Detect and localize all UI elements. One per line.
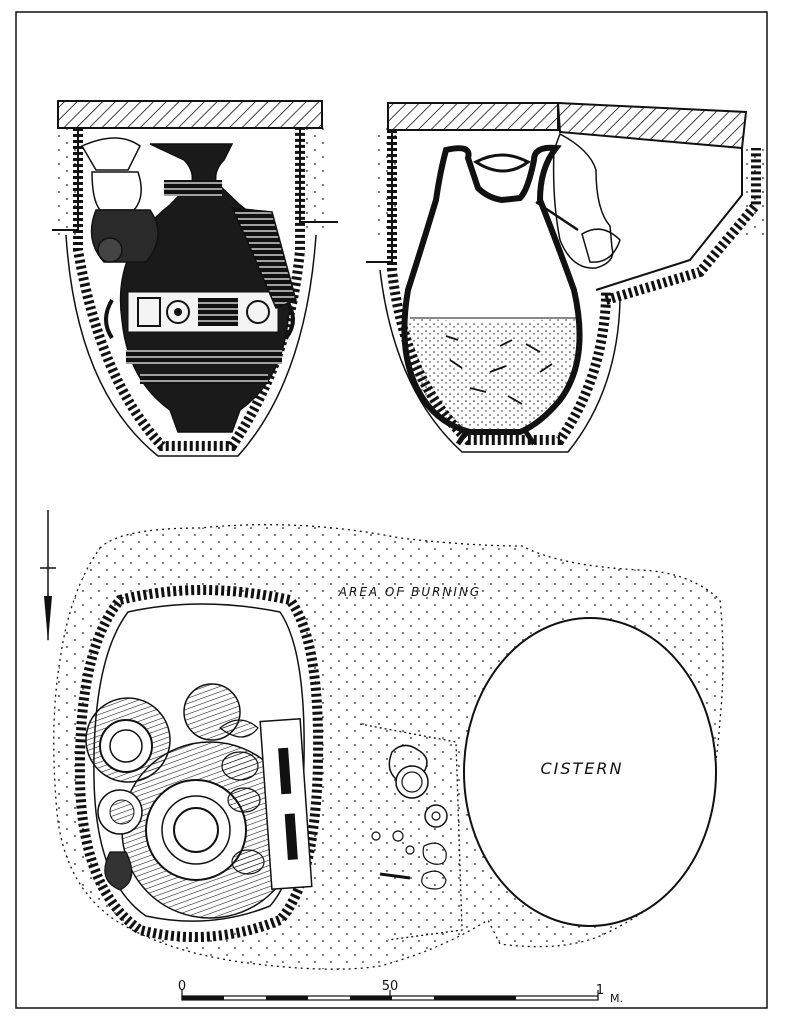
north-arrow-icon [40, 510, 56, 642]
cistern-label: CISTERN [540, 759, 623, 778]
cover-slab-right-a [387, 102, 559, 131]
pit-outer-left [65, 234, 317, 457]
area-of-burning-label: AREA OF BURNING [338, 585, 481, 599]
plaque-right [230, 207, 297, 309]
cover-slab-left [57, 100, 323, 129]
plaque-plan [259, 718, 313, 890]
scale-bar: 0 50 1 M. [178, 979, 623, 1005]
enclosure-line [359, 723, 463, 941]
right-section-elevation [366, 101, 768, 453]
plate-border [15, 11, 768, 1009]
cover-slab-right-b [556, 101, 748, 150]
jug-side-chamber [535, 132, 621, 269]
scale-unit-label: M. [610, 992, 623, 1005]
soil-left-a [58, 128, 78, 238]
scale-end-label: 1 [596, 983, 604, 998]
scale-start-label: 0 [178, 979, 186, 994]
small-finds [371, 744, 448, 890]
left-section-elevation [52, 100, 338, 457]
amphora-section [401, 144, 583, 446]
pit-wall-left [73, 128, 305, 451]
small-vases-left [80, 137, 159, 263]
soil-right-b [742, 148, 768, 238]
vessels-in-pit [85, 683, 299, 919]
pit-wall-right [387, 130, 611, 445]
cistern [463, 617, 717, 927]
plan-view: AREA OF BURNING [40, 510, 724, 970]
scale-mid-label: 50 [382, 979, 399, 994]
side-chamber [595, 148, 743, 291]
